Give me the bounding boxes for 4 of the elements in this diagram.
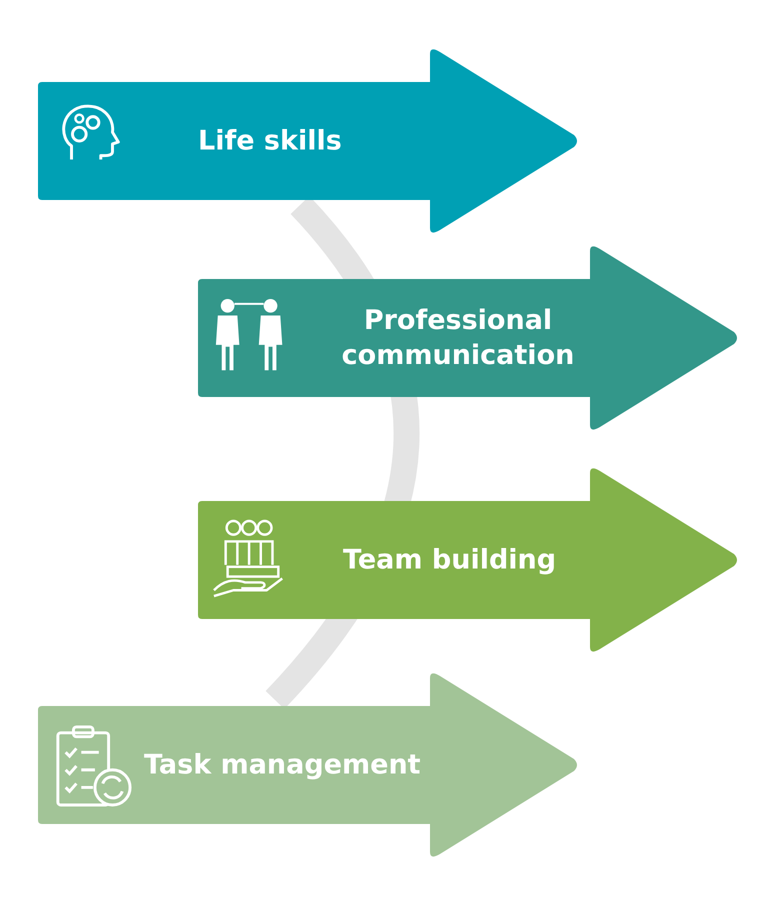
- arrow-label: Task management: [144, 748, 421, 782]
- arrow-label: Team building: [343, 543, 556, 578]
- arrow-label: Professional communication: [340, 304, 576, 373]
- arrow-label: Life skills: [198, 124, 342, 158]
